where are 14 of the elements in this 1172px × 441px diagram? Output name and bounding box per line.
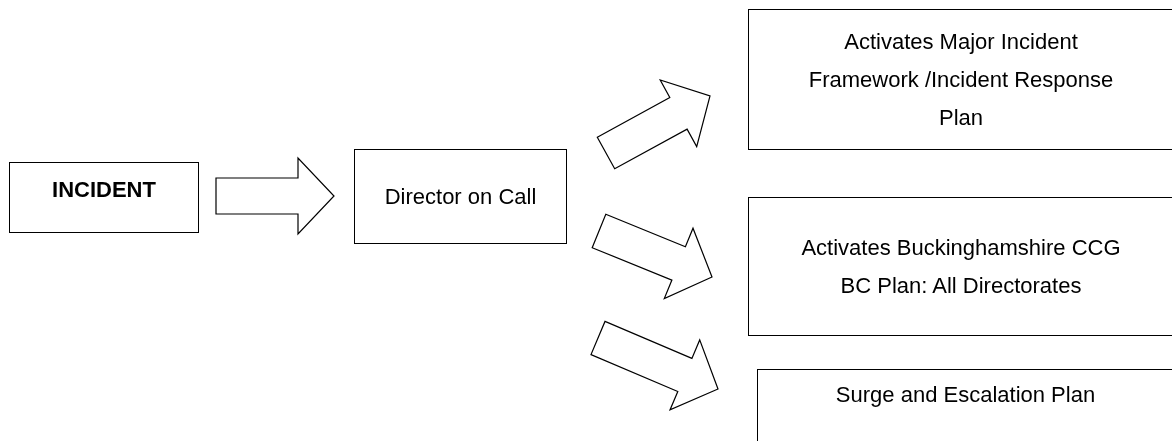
block-arrow [596, 78, 711, 170]
process-box [354, 149, 567, 244]
block-arrow [215, 156, 335, 236]
process-box [9, 162, 199, 233]
box-text: INCIDENT [52, 176, 156, 204]
box-text: Surge and Escalation Plan [835, 381, 1096, 409]
block-arrow [590, 320, 719, 412]
process-box [748, 9, 1172, 150]
box-text: Activates Major Incident Framework /Incident Response Plan [807, 27, 1115, 132]
block-arrow [591, 213, 713, 300]
box-text: Director on Call [384, 182, 537, 211]
process-box [757, 369, 1172, 441]
process-box [748, 197, 1172, 336]
box-text: Activates Buckinghamshire CCG BC Plan: All Directorates [800, 233, 1122, 300]
